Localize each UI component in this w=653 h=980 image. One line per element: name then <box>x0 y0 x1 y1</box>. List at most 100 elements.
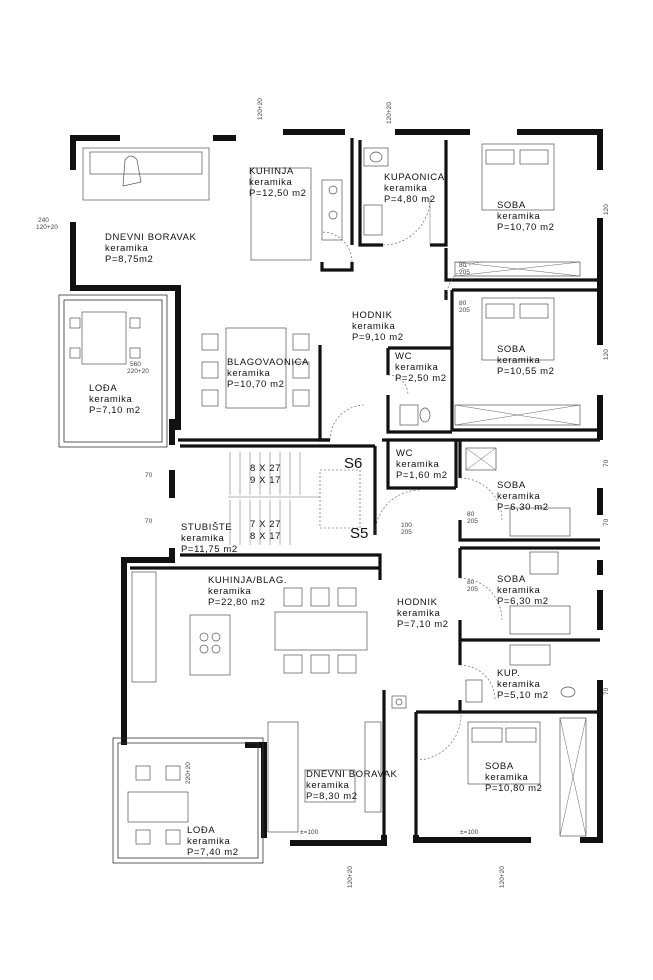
room-name: SOBA <box>497 480 526 491</box>
door-swings <box>321 197 503 761</box>
room-area: P=10,70 m2 <box>497 222 555 233</box>
room-material: keramika <box>497 355 540 366</box>
dim-label: ±=100 <box>460 829 479 836</box>
room-material: keramika <box>396 459 439 470</box>
room-name: KUPAONICA <box>384 172 445 183</box>
stair-treads <box>228 452 361 545</box>
room-name: SOBA <box>497 574 526 585</box>
room-name: LOĐA <box>187 825 215 836</box>
room-area: P=22,80 m2 <box>208 597 266 608</box>
room-area: P=6,30 m2 <box>497 596 549 607</box>
room-name: LOĐA <box>89 383 117 394</box>
room-material: keramika <box>395 362 438 373</box>
dim-label: 205 <box>401 529 412 536</box>
dim-label: 70 <box>603 459 610 467</box>
room-area: P=7,10 m2 <box>89 405 141 416</box>
room-area: P=7,40 m2 <box>187 847 239 858</box>
room-material: keramika <box>249 177 292 188</box>
room-area: P=10,70 m2 <box>227 379 285 390</box>
dim-label: 560 <box>130 361 141 368</box>
room-name: KUP. <box>497 668 520 679</box>
stair-steps-lower: 7 X 27 <box>250 519 281 530</box>
stair-steps-upper: 8 X 27 <box>250 463 281 474</box>
room-name: SOBA <box>497 344 526 355</box>
dim-label: 120+20 <box>347 866 354 888</box>
room-material: keramika <box>105 243 148 254</box>
room-area: P=10,80 m2 <box>485 783 543 794</box>
dim-label: ±=100 <box>300 829 319 836</box>
dim-label: 70 <box>145 472 153 479</box>
dim-label: 80 <box>459 300 467 307</box>
room-material: keramika <box>89 394 132 405</box>
dim-label: 80 <box>467 511 475 518</box>
stair-markers: S6 S5 8 X 27 9 X 17 7 X 27 8 X 17 <box>250 455 368 542</box>
dim-label: 120+20 <box>499 866 506 888</box>
room-material: keramika <box>497 491 540 502</box>
room-material: keramika <box>181 533 224 544</box>
room-name: WC <box>395 351 412 362</box>
room-name: KUHINJA <box>249 166 294 177</box>
room-name: DNEVNI BORAVAK <box>105 232 197 243</box>
room-material: keramika <box>208 586 251 597</box>
stair-steps-upper: 9 X 17 <box>250 475 281 486</box>
room-area: P=2,50 m2 <box>395 373 447 384</box>
room-name: STUBIŠTE <box>181 522 232 533</box>
room-material: keramika <box>485 772 528 783</box>
dim-label: 120 <box>603 349 610 360</box>
dim-label: 205 <box>459 269 470 276</box>
interior-walls <box>130 138 600 835</box>
room-area: P=11,75 m2 <box>181 544 238 555</box>
room-area: P=8,75m2 <box>105 254 153 265</box>
dim-label: 70 <box>145 518 153 525</box>
dim-label: 120+20 <box>386 102 393 124</box>
dim-label: 220+20 <box>127 368 149 375</box>
room-area: P=8,30 m2 <box>306 791 358 802</box>
dim-label: 70 <box>603 687 610 695</box>
room-name: BLAGOVAONICA <box>227 357 309 368</box>
room-material: keramika <box>306 780 349 791</box>
room-area: P=12,50 m2 <box>249 188 307 199</box>
room-material: keramika <box>497 585 540 596</box>
dim-label: 70 <box>603 518 610 526</box>
stair-steps-lower: 8 X 17 <box>250 531 281 542</box>
dim-label: 220+20 <box>185 762 192 784</box>
room-material: keramika <box>227 368 270 379</box>
room-material: keramika <box>497 211 540 222</box>
room-name: DNEVNI BORAVAK <box>306 769 398 780</box>
room-area: P=6,30 m2 <box>497 502 549 513</box>
dim-label: 120+20 <box>36 224 58 231</box>
dim-label: 80 <box>467 579 475 586</box>
room-name: WC <box>396 448 413 459</box>
dim-label: 205 <box>459 307 470 314</box>
dim-label: 100 <box>401 522 412 529</box>
room-area: P=5,10 m2 <box>497 690 549 701</box>
room-name: KUHINJA/BLAG. <box>208 575 287 586</box>
dim-label: 120 <box>603 204 610 215</box>
room-material: keramika <box>352 321 395 332</box>
dim-label: 120+20 <box>257 98 264 120</box>
room-material: keramika <box>384 183 427 194</box>
room-area: P=1,60 m2 <box>396 470 448 481</box>
dim-label: 240 <box>38 217 49 224</box>
dim-label: 205 <box>467 586 478 593</box>
room-name: SOBA <box>497 200 526 211</box>
room-material: keramika <box>187 836 230 847</box>
stair-tag-upper: S6 <box>344 455 362 472</box>
stair-tag-lower: S5 <box>350 525 368 542</box>
room-area: P=10,55 m2 <box>497 366 555 377</box>
room-area: P=7,10 m2 <box>397 619 449 630</box>
exterior-walls <box>58 129 603 864</box>
room-area: P=9,10 m2 <box>352 332 404 343</box>
room-name: SOBA <box>485 761 514 772</box>
room-name: HODNIK <box>397 597 438 608</box>
dim-label: 205 <box>467 518 478 525</box>
dimension-annotations: 120+20 120+20 240 120+20 560 220+20 70 7… <box>36 98 610 888</box>
room-labels: DNEVNI BORAVAK keramika P=8,75m2 KUHINJA… <box>89 166 555 858</box>
room-name: HODNIK <box>352 310 393 321</box>
room-material: keramika <box>497 679 540 690</box>
dim-label: 80 <box>459 262 467 269</box>
room-material: keramika <box>397 608 440 619</box>
furniture <box>69 143 587 845</box>
room-area: P=4,80 m2 <box>384 194 436 205</box>
